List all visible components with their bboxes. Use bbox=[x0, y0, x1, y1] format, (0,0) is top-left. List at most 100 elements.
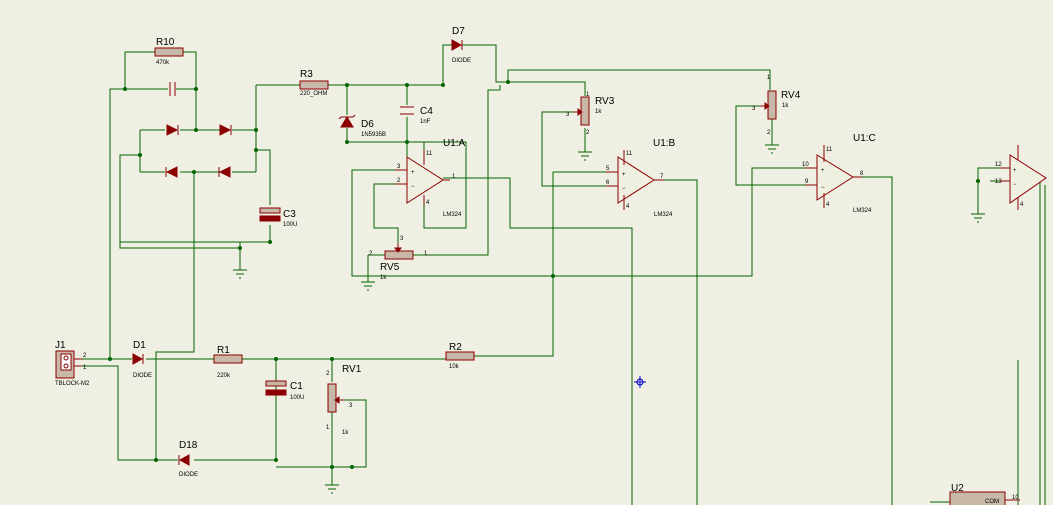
label-U1A: U1:A bbox=[443, 138, 466, 149]
value-RV5: 1k bbox=[380, 275, 387, 281]
svg-text:+: + bbox=[821, 168, 825, 174]
pin-U1B-11: 11 bbox=[626, 151, 633, 157]
value-RV4: 1k bbox=[782, 103, 789, 109]
potentiometer-RV3[interactable] bbox=[573, 96, 590, 126]
potentiometer-RV4[interactable] bbox=[760, 90, 777, 120]
label-D6: D6 bbox=[361, 119, 374, 130]
pin-U1D-13: 13 bbox=[995, 179, 1002, 185]
pin-U1B-5: 5 bbox=[606, 166, 610, 172]
pin-U1C-9: 9 bbox=[805, 179, 809, 185]
value-U1A: LM324 bbox=[443, 212, 462, 218]
pin-RV3-2: 2 bbox=[586, 130, 590, 136]
svg-text:+: + bbox=[622, 172, 626, 178]
value-C3: 100U bbox=[283, 222, 297, 228]
pin-RV4-1: 1 bbox=[767, 75, 771, 81]
capacitor-C4[interactable] bbox=[400, 106, 414, 115]
crosshair-cursor-icon bbox=[634, 376, 646, 388]
label-R10: R10 bbox=[156, 37, 175, 48]
pin-RV1-2: 2 bbox=[326, 371, 330, 377]
svg-text:+: + bbox=[411, 170, 415, 176]
value-U1B: LM324 bbox=[654, 212, 673, 218]
label-C4: C4 bbox=[420, 106, 433, 117]
opamp-U1A[interactable]: + − bbox=[395, 150, 450, 205]
value-RV3: 1k bbox=[595, 109, 602, 115]
value-R3: 220_OHM bbox=[300, 91, 327, 97]
pin-U1A-1: 1 bbox=[452, 174, 456, 180]
pin-RV5-1: 1 bbox=[424, 251, 428, 257]
pin-RV4-2: 2 bbox=[767, 130, 771, 136]
opamp-U1D[interactable]: + − bbox=[1000, 145, 1047, 210]
pin-U1C-11: 11 bbox=[826, 147, 833, 153]
pin-U1C-4: 4 bbox=[826, 202, 830, 208]
capacitor-C1[interactable] bbox=[265, 380, 287, 396]
label-C3: C3 bbox=[283, 209, 296, 220]
value-R10: 470k bbox=[156, 60, 170, 66]
potentiometer-RV1[interactable] bbox=[327, 383, 344, 413]
diode-D18[interactable] bbox=[178, 454, 190, 466]
label-U1B: U1:B bbox=[653, 138, 676, 149]
label-R1: R1 bbox=[217, 345, 230, 356]
potentiometer-RV5[interactable] bbox=[384, 243, 414, 260]
opamp-U1B[interactable]: + − bbox=[606, 150, 664, 210]
svg-text:−: − bbox=[622, 186, 626, 192]
pin-RV5-2: 2 bbox=[369, 251, 373, 257]
bridge-rectifier[interactable] bbox=[165, 124, 232, 178]
wires bbox=[82, 44, 1046, 505]
pin-U1D-12: 12 bbox=[995, 162, 1002, 168]
value-D1: DIODE bbox=[133, 373, 152, 379]
label-D18: D18 bbox=[179, 440, 198, 451]
pin-RV3-1: 1 bbox=[586, 92, 590, 98]
resistor-R1[interactable] bbox=[213, 354, 243, 364]
value-RV1: 1k bbox=[342, 430, 349, 436]
diode-D7[interactable] bbox=[451, 39, 463, 51]
value-D7: DIODE bbox=[452, 58, 471, 64]
value-D6: 1N5935B bbox=[361, 132, 386, 138]
label-R3: R3 bbox=[300, 69, 313, 80]
zener-diode-D6[interactable] bbox=[338, 114, 356, 128]
label-C1: C1 bbox=[290, 381, 303, 392]
resistor-R10[interactable] bbox=[154, 47, 184, 57]
pin-U1A-4: 4 bbox=[426, 200, 430, 206]
pin-U1A-3: 3 bbox=[397, 164, 401, 170]
value-U1C: LM324 bbox=[853, 208, 872, 214]
value-R2: 10k bbox=[449, 364, 460, 370]
value-C4: 1nF bbox=[420, 119, 431, 125]
label-RV4: RV4 bbox=[781, 90, 801, 101]
junctions bbox=[108, 80, 980, 469]
pin-RV1-3: 3 bbox=[349, 403, 353, 409]
pin-RV4-3: 3 bbox=[752, 106, 756, 112]
value-R1: 220k bbox=[217, 373, 231, 379]
label-RV5: RV5 bbox=[380, 262, 400, 273]
label-D7: D7 bbox=[452, 26, 465, 37]
diode-D1[interactable] bbox=[132, 353, 144, 365]
resistor-R3[interactable] bbox=[299, 80, 329, 90]
svg-text:−: − bbox=[411, 184, 415, 190]
label-RV3: RV3 bbox=[595, 96, 615, 107]
label-RV1: RV1 bbox=[342, 364, 362, 375]
pin-RV3-3: 3 bbox=[566, 112, 570, 118]
label-U2: U2 bbox=[951, 483, 964, 494]
pin-U1A-2: 2 bbox=[397, 178, 401, 184]
pin-U1B-4: 4 bbox=[626, 204, 630, 210]
capacitor-unlabeled[interactable] bbox=[169, 82, 176, 96]
value-J1: TBLOCK-M2 bbox=[55, 381, 90, 387]
pin-J1-1: 1 bbox=[83, 365, 87, 371]
label-R2: R2 bbox=[449, 342, 462, 353]
opamp-U1C[interactable]: + − bbox=[805, 145, 862, 208]
pin-U1B-6: 6 bbox=[606, 180, 610, 186]
capacitor-C3[interactable] bbox=[259, 207, 281, 222]
text-U2-com: COM bbox=[985, 499, 999, 505]
ground-symbols bbox=[233, 144, 985, 494]
svg-text:−: − bbox=[821, 185, 825, 191]
resistor-R2[interactable] bbox=[445, 351, 475, 361]
label-D1: D1 bbox=[133, 340, 146, 351]
svg-text:−: − bbox=[1013, 182, 1017, 188]
ic-U2[interactable] bbox=[949, 491, 1020, 505]
pin-U1D-4: 4 bbox=[1020, 202, 1024, 208]
label-U1C: U1:C bbox=[853, 133, 876, 144]
pin-RV5-3: 3 bbox=[400, 236, 404, 242]
pin-U1C-8: 8 bbox=[860, 171, 864, 177]
terminal-block-J1[interactable] bbox=[55, 350, 82, 379]
pin-J1-2: 2 bbox=[83, 353, 87, 359]
